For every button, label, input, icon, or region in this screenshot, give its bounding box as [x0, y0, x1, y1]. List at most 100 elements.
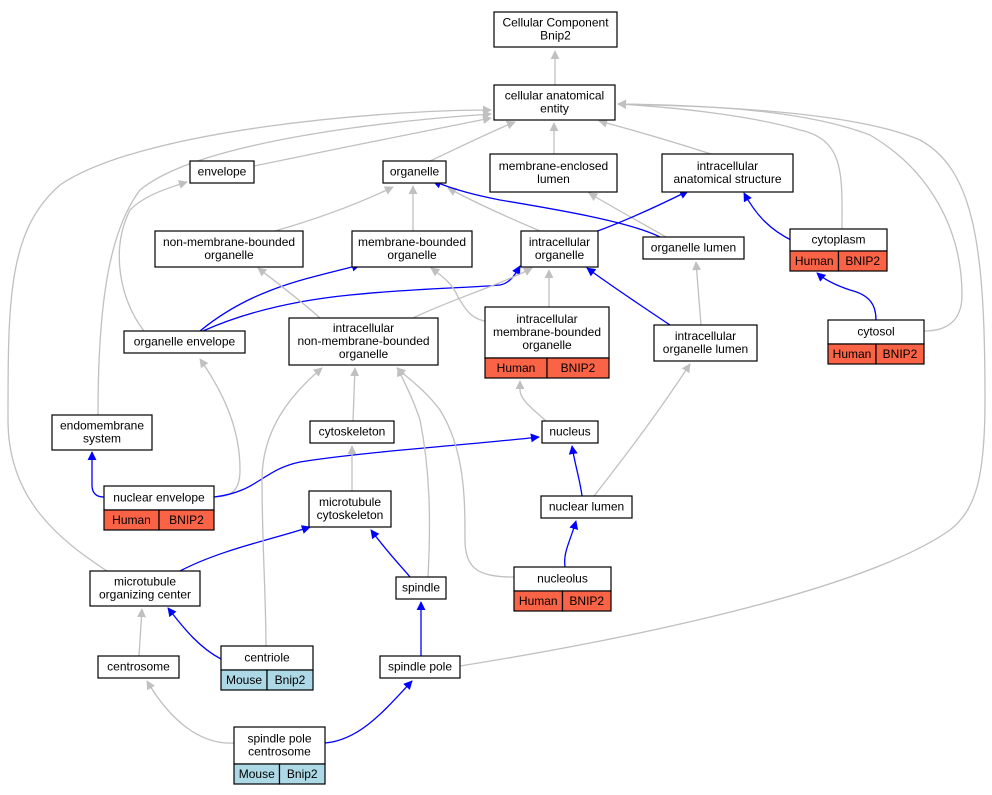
- node-centrosome[interactable]: centrosome: [97, 655, 180, 679]
- node-label: cytosol: [857, 325, 894, 339]
- edge-mtoc-to-mtcyto: [179, 525, 311, 572]
- node-label: centrosome: [248, 745, 311, 759]
- node-imbo[interactable]: intracellularmembrane-boundedorganelleHu…: [484, 306, 610, 379]
- node-box: [309, 420, 395, 444]
- gene-cell: [875, 343, 925, 365]
- edge-spcentro-to-centrosome: [146, 680, 235, 744]
- edge-envelope-to-cae: [253, 115, 492, 167]
- node-label: cytoskeleton: [319, 425, 386, 439]
- node-inmbo[interactable]: intracellularnon-membrane-boundedorganel…: [288, 317, 439, 366]
- edge-inmbo-to-nmbo: [257, 267, 321, 319]
- node-label: membrane-bounded: [358, 235, 466, 249]
- edge-nucleolus-to-inmbo: [396, 367, 515, 578]
- node-label: non-membrane-bounded: [163, 235, 295, 249]
- node-label: centriole: [244, 651, 290, 665]
- gene-label: BNIP2: [569, 594, 604, 608]
- edge-mtoc-to-cae: [7, 105, 492, 572]
- node-box: [520, 230, 599, 268]
- node-nuclumen[interactable]: nuclear lumen: [540, 495, 633, 519]
- species-label: Human: [795, 254, 834, 268]
- node-label: intracellular: [697, 159, 758, 173]
- node-box: [379, 655, 461, 679]
- node-label: organizing center: [99, 588, 191, 602]
- node-envelope[interactable]: envelope: [189, 160, 255, 184]
- node-label: organelle: [522, 338, 572, 352]
- node-label: microtubule: [114, 575, 176, 589]
- node-label: intracellular: [333, 321, 394, 335]
- node-orgenv[interactable]: organelle envelope: [123, 330, 246, 354]
- edge-io-to-organelle: [447, 187, 541, 232]
- node-label: spindle pole: [388, 660, 452, 674]
- node-label: nucleus: [549, 425, 590, 439]
- node-box: [154, 230, 304, 268]
- node-label: centrosome: [107, 660, 170, 674]
- node-orglumen[interactable]: organelle lumen: [642, 236, 745, 260]
- node-box: [97, 655, 180, 679]
- node-organelle[interactable]: organelle: [382, 160, 447, 184]
- edge-cytoplasm-to-ias: [743, 192, 794, 242]
- node-nucleus[interactable]: nucleus: [541, 420, 599, 444]
- node-cytoskeleton[interactable]: cytoskeleton: [309, 420, 395, 444]
- species-label: Mouse: [226, 673, 262, 687]
- edges-layer: [7, 50, 986, 744]
- node-label: Cellular Component: [502, 16, 609, 30]
- node-box: [493, 11, 618, 48]
- gene-cell: [278, 763, 326, 785]
- node-label: organelle: [390, 165, 440, 179]
- node-label: organelle: [535, 248, 585, 262]
- species-label: Human: [833, 347, 872, 361]
- edge-imbo-to-mbo: [430, 267, 491, 323]
- node-box: [642, 236, 745, 260]
- edge-orglumen-to-mel: [588, 192, 667, 238]
- node-label: membrane-bounded: [493, 325, 601, 339]
- node-box: [827, 319, 925, 345]
- gene-cell: [266, 669, 314, 691]
- edge-nuclumen-to-nucleus: [568, 445, 583, 497]
- node-box: [513, 566, 612, 592]
- node-box: [189, 160, 255, 184]
- node-label: entity: [540, 102, 569, 116]
- edge-spindlepole-to-cae: [459, 99, 986, 667]
- node-label: envelope: [198, 165, 247, 179]
- node-label: nucleolus: [537, 572, 588, 586]
- node-spindlepole[interactable]: spindle pole: [379, 655, 461, 679]
- species-label: Human: [519, 594, 558, 608]
- node-box: [493, 84, 616, 121]
- node-spindle[interactable]: spindle: [395, 576, 447, 600]
- edge-orgenv-to-envelope: [118, 180, 188, 332]
- edge-cytoskeleton-to-inmbo: [350, 367, 360, 422]
- node-label: spindle: [402, 581, 440, 595]
- edge-nmbo-to-organelle: [274, 186, 394, 232]
- node-label: organelle lumen: [651, 241, 736, 255]
- node-label: system: [83, 432, 121, 446]
- edge-cytosol-to-cae: [617, 99, 963, 332]
- node-label: nuclear envelope: [113, 491, 205, 505]
- edge-ias-to-cae: [598, 118, 712, 155]
- species-label: Human: [112, 513, 151, 527]
- edge-orglumen-to-organelle: [432, 179, 661, 238]
- edge-organelle-to-cae: [429, 120, 516, 162]
- gene-cell: [546, 357, 610, 379]
- edge-iol-to-io: [586, 267, 671, 326]
- node-label: anatomical structure: [673, 172, 781, 186]
- edge-orgenv-to-io: [202, 265, 521, 332]
